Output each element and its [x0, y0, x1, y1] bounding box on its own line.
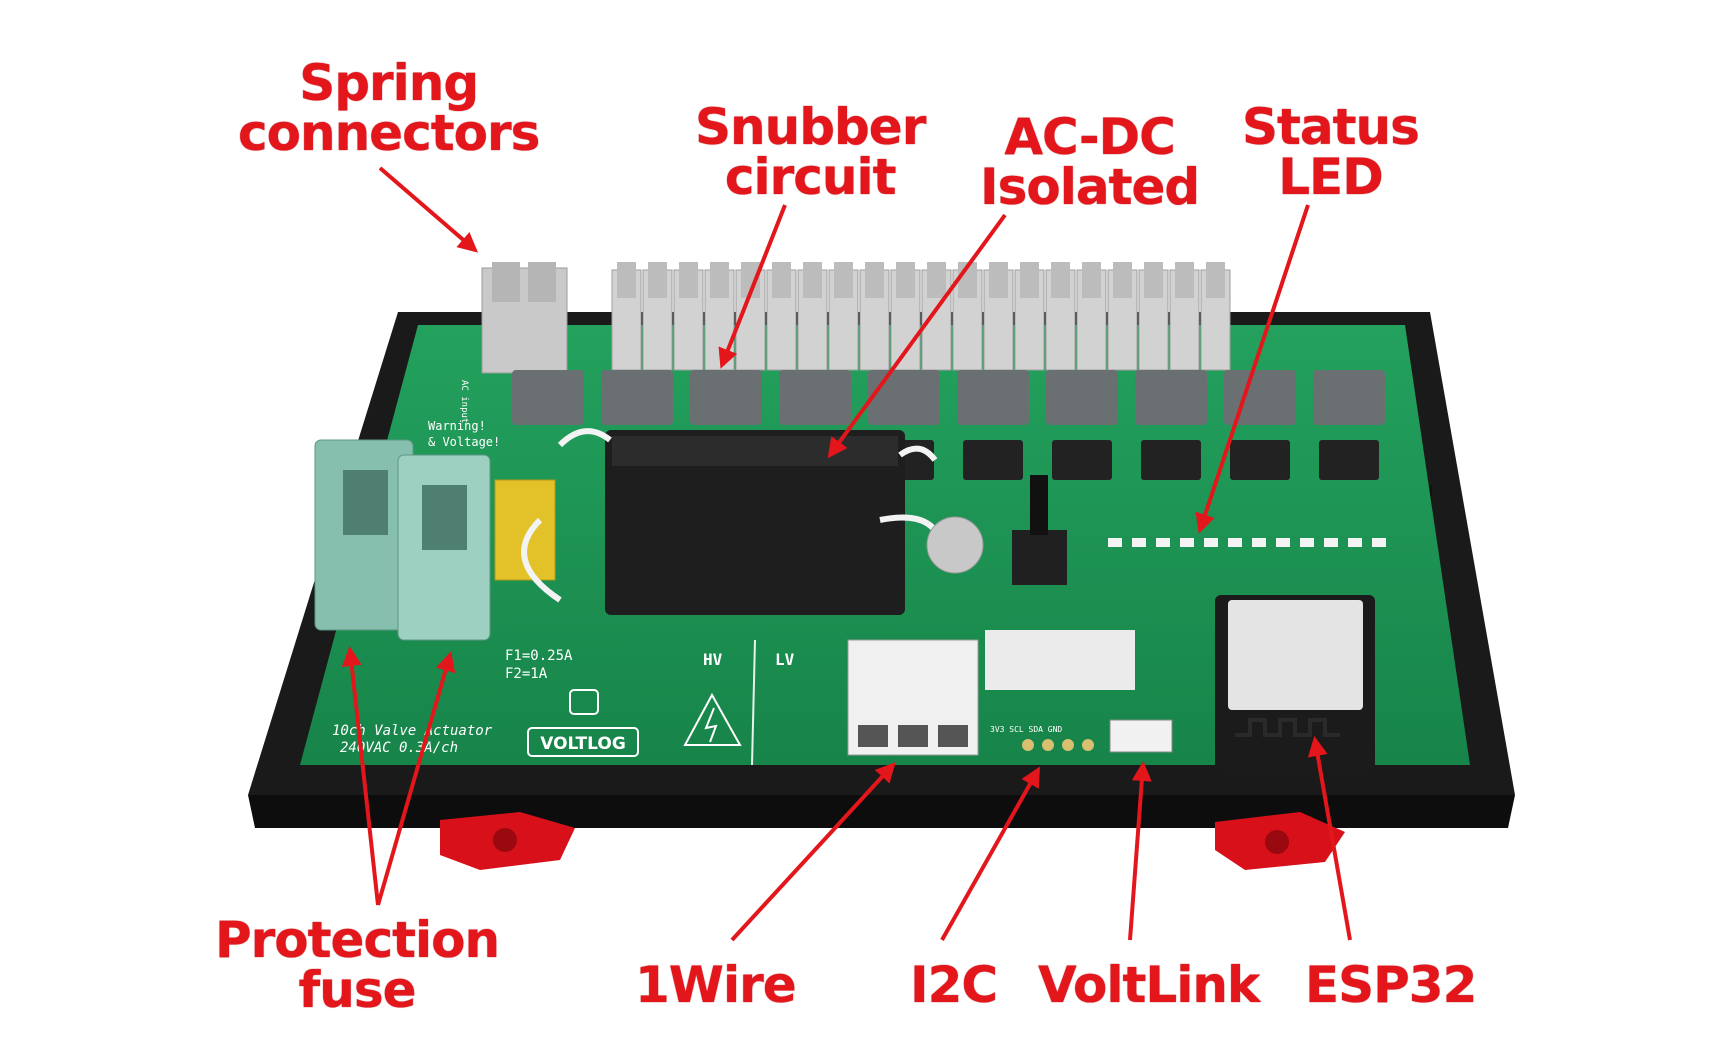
tactile-button	[1012, 530, 1067, 585]
arrow-voltlink	[1128, 761, 1152, 941]
silk-warning-1: Warning!	[428, 419, 486, 433]
mount-clip-right	[1215, 812, 1345, 870]
spring-terminal	[797, 262, 828, 371]
silk-fuse1: F1=0.25A	[505, 648, 573, 664]
voltlog-logo: VOLTLOG	[527, 689, 639, 757]
arrow-ac-dc-isolated	[827, 213, 1007, 459]
status-led	[1348, 538, 1362, 547]
triac-part	[1313, 370, 1385, 480]
triac-part	[690, 370, 762, 425]
voltlink-label-area	[985, 630, 1135, 690]
hv-warning-triangle	[683, 692, 742, 746]
fuse-holders	[314, 439, 491, 641]
i2c-header	[1022, 739, 1094, 751]
label-spring-connectors: Spring connectors	[238, 54, 540, 162]
triac-part	[1046, 370, 1118, 480]
spring-terminal	[890, 262, 921, 371]
mount-clip-left	[440, 812, 575, 870]
pcb-board	[300, 325, 1470, 766]
status-led	[1300, 538, 1314, 547]
status-led	[1204, 538, 1218, 547]
arrow-status-led	[1195, 204, 1310, 534]
status-led	[1276, 538, 1290, 547]
spring-terminal	[1076, 262, 1107, 371]
status-led	[1228, 538, 1242, 547]
svg-text:VOLTLOG: VOLTLOG	[540, 734, 626, 754]
arrow-protection-fuse-2	[376, 651, 456, 906]
arrow-protection-fuse-1	[341, 646, 380, 906]
x2-capacitor	[494, 479, 556, 581]
status-led	[1252, 538, 1266, 547]
label-onewire: 1Wire	[635, 956, 797, 1014]
spring-terminal	[766, 262, 797, 371]
onewire-terminal	[847, 639, 979, 756]
spring-terminal	[952, 262, 983, 371]
status-led	[1108, 538, 1122, 547]
tactile-button-stem	[1030, 475, 1048, 535]
spring-terminal	[1107, 262, 1138, 371]
silk-i2c-pins: 3V3 SCL SDA GND	[990, 725, 1062, 734]
arrow-snubber-circuit	[718, 204, 787, 369]
voltlink-connector	[1109, 719, 1173, 753]
status-led-row	[1108, 538, 1386, 547]
silk-hv: HV	[703, 650, 723, 669]
ac-input-terminal	[481, 262, 568, 374]
spring-terminal	[673, 262, 704, 371]
enclosure-tab-left	[320, 455, 350, 510]
silk-warning-2: & Voltage!	[428, 435, 500, 449]
triac-part	[1224, 370, 1296, 480]
ac-dc-module	[521, 428, 984, 615]
label-status-led: Status LED	[1242, 98, 1420, 206]
status-led	[1324, 538, 1338, 547]
spring-terminal	[704, 262, 735, 371]
label-protection-fuse: Protection fuse	[215, 911, 500, 1019]
spring-terminal	[1045, 262, 1076, 371]
triac-part	[868, 370, 940, 480]
spring-terminal	[859, 262, 890, 371]
esp32-module	[1215, 595, 1375, 770]
enclosure	[248, 312, 1515, 828]
silk-fuse2: F2=1A	[505, 666, 548, 682]
silk-board-line1: 10ch Valve Actuator	[332, 723, 493, 739]
spring-terminal	[1200, 262, 1231, 371]
silk-board-line2: 240VAC 0.3A/ch	[340, 740, 458, 756]
triac-row	[512, 370, 1385, 480]
silk-ac-input: AC input	[459, 380, 469, 423]
status-led	[1180, 538, 1194, 547]
spring-terminal	[921, 262, 952, 371]
spring-terminal	[983, 262, 1014, 371]
triac-part	[1135, 370, 1207, 480]
arrow-esp32	[1307, 736, 1352, 941]
spring-terminal	[828, 262, 859, 371]
spring-terminal	[611, 262, 642, 371]
label-i2c: I2C	[910, 956, 998, 1014]
callout-arrows	[341, 166, 1352, 942]
spring-terminal-strip	[611, 262, 1231, 371]
silk-lv: LV	[775, 650, 795, 669]
arrow-onewire	[730, 762, 896, 942]
enclosure-tab-right	[1402, 485, 1432, 540]
spring-terminal	[642, 262, 673, 371]
triac-part	[957, 370, 1029, 480]
arrow-i2c	[940, 766, 1040, 941]
status-led	[1372, 538, 1386, 547]
spring-terminal	[1169, 262, 1200, 371]
label-snubber-circuit: Snubber circuit	[695, 98, 926, 206]
arrow-spring-connectors	[378, 166, 479, 253]
triac-part	[779, 370, 851, 480]
label-ac-dc-isolated: AC-DC Isolated	[980, 108, 1200, 216]
status-led	[1156, 538, 1170, 547]
status-led	[1132, 538, 1146, 547]
triac-part	[512, 370, 584, 425]
mount-clips	[440, 812, 1345, 870]
label-esp32: ESP32	[1305, 956, 1477, 1014]
spring-terminal	[1138, 262, 1169, 371]
spring-terminal	[1014, 262, 1045, 371]
label-voltlink: VoltLink	[1038, 956, 1260, 1014]
spring-terminal	[735, 262, 766, 371]
triac-part	[601, 370, 673, 425]
